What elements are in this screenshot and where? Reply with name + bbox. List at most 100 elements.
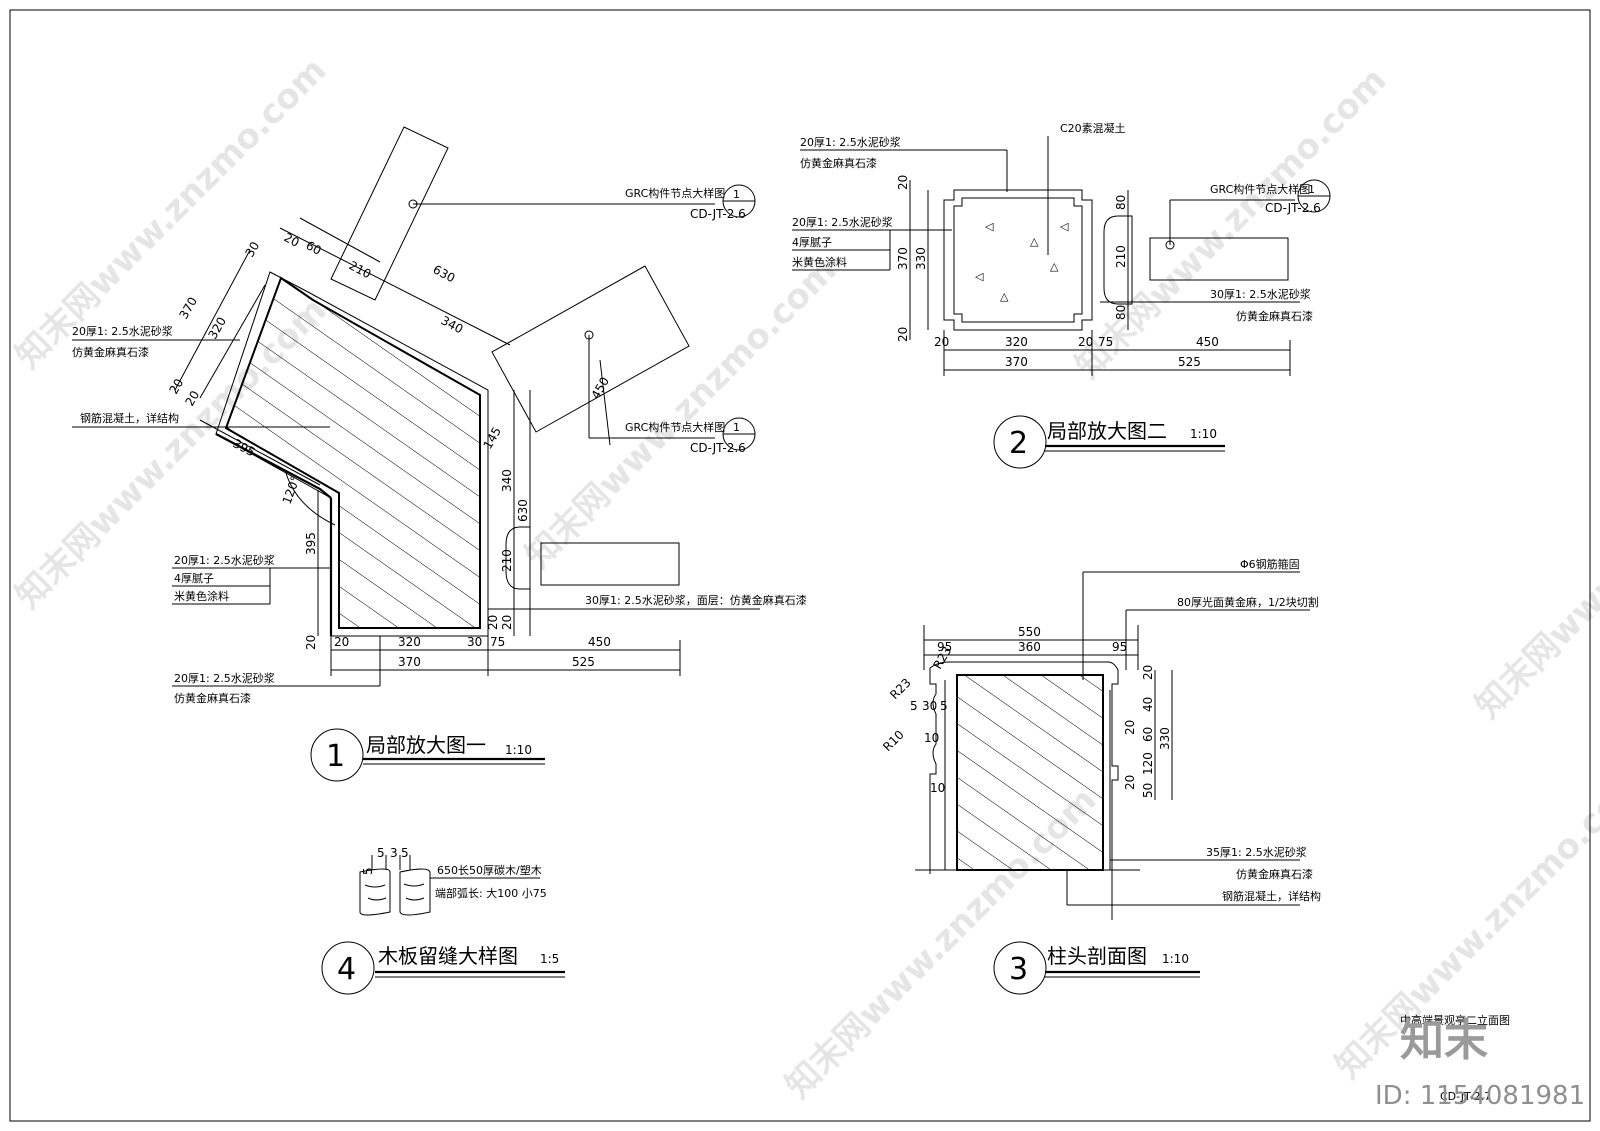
svg-text:320: 320	[1005, 335, 1028, 349]
svg-text:20: 20	[486, 615, 500, 630]
svg-text:550: 550	[1018, 625, 1041, 639]
svg-text:450: 450	[588, 375, 612, 402]
concrete-speckles: ◁△ ◁△ △◁	[975, 220, 1069, 303]
callout-title: GRC构件节点大样图	[625, 420, 725, 434]
image-id: ID: 1154081981	[1375, 1081, 1585, 1111]
svg-text:120: 120	[1141, 752, 1155, 775]
svg-text:20: 20	[896, 327, 910, 342]
watermark-text: 知末网www.znzmo.com	[518, 250, 844, 576]
svg-text:△: △	[1050, 260, 1059, 273]
svg-text:5: 5	[377, 846, 385, 860]
inclined-beam-upper	[330, 126, 449, 301]
svg-text:320: 320	[205, 315, 229, 342]
svg-text:360: 360	[1018, 640, 1041, 654]
svg-text:△: △	[1000, 290, 1009, 303]
detail-number: 2	[1009, 426, 1028, 461]
detail-scale: 1:5	[540, 952, 559, 966]
callout-number: 1	[733, 188, 740, 201]
inclined-beam-right	[491, 265, 690, 433]
callout-title: GRC构件节点大样图	[1210, 182, 1310, 196]
svg-text:20: 20	[934, 335, 949, 349]
svg-text:◁: ◁	[975, 270, 984, 283]
detail-number-circle	[321, 941, 375, 995]
detail-title: 柱头剖面图	[1047, 944, 1147, 968]
label: 钢筋混凝土，详结构	[1222, 889, 1321, 903]
svg-text:145: 145	[480, 425, 504, 452]
detail-4: 5 3 5 5 650长50厚碳木/塑木 端部弧长: 大100 小75 4 木板…	[321, 846, 565, 995]
label: 20厚1: 2.5水泥砂浆	[800, 135, 901, 149]
svg-text:80: 80	[1114, 195, 1128, 210]
svg-text:210: 210	[347, 258, 374, 281]
watermark-text: 知末网www.znzmo.com	[1468, 400, 1600, 726]
svg-text:330: 330	[914, 247, 928, 270]
svg-text:75: 75	[490, 635, 505, 649]
detail-title: 木板留缝大样图	[378, 944, 518, 968]
sheet-title: 中高端景观亭二立面图	[1400, 1013, 1510, 1027]
svg-text:30: 30	[242, 239, 262, 259]
detail-scale: 1:10	[1190, 427, 1217, 441]
detail-number: 1	[326, 739, 345, 774]
label: 35厚1: 2.5水泥砂浆	[1206, 845, 1307, 859]
svg-text:450: 450	[588, 635, 611, 649]
svg-text:20: 20	[182, 388, 202, 408]
svg-text:120°: 120°	[280, 474, 303, 506]
svg-text:340: 340	[439, 313, 466, 336]
svg-text:20: 20	[1078, 335, 1093, 349]
svg-text:60: 60	[304, 238, 324, 258]
brand-logo: 知末	[1400, 1015, 1488, 1066]
svg-text:20: 20	[166, 376, 186, 396]
side-beam	[1149, 237, 1289, 281]
detail-scale: 1:10	[505, 743, 532, 757]
svg-text:210: 210	[1114, 245, 1128, 268]
label: 钢筋混凝土，详结构	[80, 411, 179, 425]
callout-title: GRC构件节点大样图	[625, 186, 725, 200]
callout-number: 1	[733, 421, 740, 434]
label: 30厚1: 2.5水泥砂浆	[1210, 287, 1311, 301]
svg-text:30: 30	[922, 699, 937, 713]
detail-title: 局部放大图二	[1047, 419, 1167, 443]
label: 650长50厚碳木/塑木	[437, 863, 542, 877]
svg-text:80: 80	[1114, 305, 1128, 320]
svg-text:5: 5	[361, 867, 375, 875]
label: 米黄色涂料	[174, 589, 229, 603]
label: 30厚1: 2.5水泥砂浆，面层：仿黄金麻真石漆	[585, 593, 807, 607]
svg-text:370: 370	[176, 295, 200, 322]
label: C20素混凝土	[1060, 121, 1126, 135]
detail-title: 局部放大图一	[366, 733, 486, 757]
svg-text:40: 40	[1141, 697, 1155, 712]
label: 端部弧长: 大100 小75	[435, 886, 547, 900]
label: 20厚1: 2.5水泥砂浆	[792, 215, 893, 229]
svg-text:370: 370	[398, 655, 421, 669]
svg-text:20: 20	[1123, 775, 1137, 790]
callout-ref: CD-JT-2.6	[690, 207, 746, 221]
svg-text:395: 395	[304, 532, 318, 555]
label: 米黄色涂料	[792, 255, 847, 269]
svg-text:20: 20	[304, 635, 318, 650]
svg-text:450: 450	[1196, 335, 1219, 349]
svg-text:R10: R10	[880, 728, 907, 755]
svg-text:210: 210	[500, 549, 514, 572]
callout-number: 1	[1308, 183, 1315, 196]
label: 20厚1: 2.5水泥砂浆	[72, 324, 173, 338]
svg-text:630: 630	[516, 499, 530, 522]
detail-number-circle	[993, 941, 1047, 995]
label: 80厚光面黄金麻，1/2块切割	[1177, 595, 1319, 609]
sheet-border	[9, 9, 1591, 1122]
svg-text:10: 10	[924, 731, 939, 745]
detail-number-circle	[310, 728, 364, 782]
svg-text:◁: ◁	[1060, 220, 1069, 233]
detail-2: ◁△ ◁△ △◁ 20厚1: 2.5水泥砂浆 仿黄金麻真石漆 C20素混凝土 2…	[792, 121, 1331, 469]
svg-text:50: 50	[1141, 783, 1155, 798]
label: 仿黄金麻真石漆	[174, 691, 251, 705]
svg-text:95: 95	[1112, 640, 1127, 654]
svg-text:20: 20	[500, 615, 514, 630]
svg-text:20: 20	[1123, 720, 1137, 735]
detail-1: GRC构件节点大样图 1 CD-JT-2.6 GRC构件节点大样图 1 CD-J…	[72, 126, 807, 782]
svg-text:60: 60	[1141, 727, 1155, 742]
label: 仿黄金麻真石漆	[800, 156, 877, 170]
detail-scale: 1:10	[1162, 952, 1189, 966]
svg-text:525: 525	[1178, 355, 1201, 369]
svg-text:3: 3	[390, 846, 398, 860]
detail-number-circle	[993, 415, 1047, 469]
